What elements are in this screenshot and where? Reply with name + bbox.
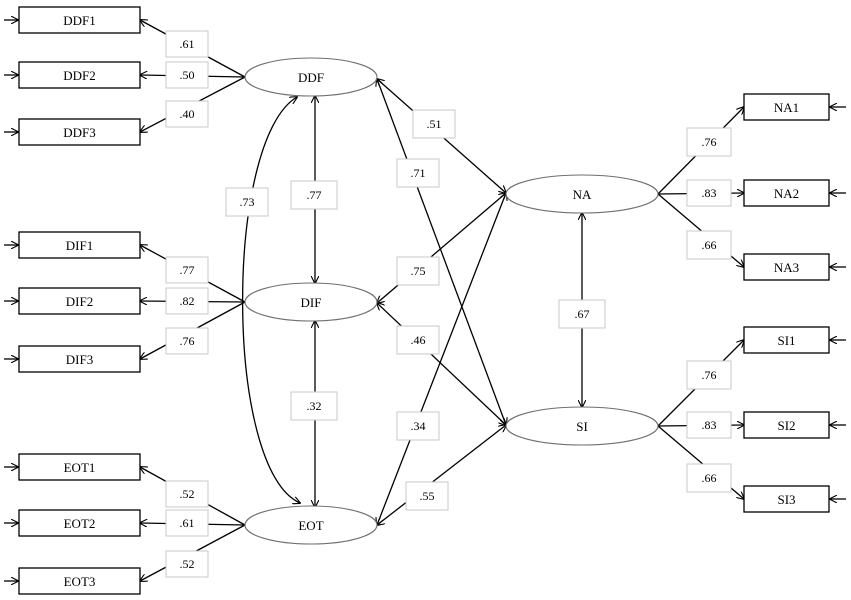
indicator-dif1: DIF1	[18, 231, 141, 259]
indicator-ddf3: DDF3	[18, 118, 141, 146]
loading-label-ddf3: .40	[180, 107, 195, 121]
correlation-label-ddf-eot: .73	[240, 195, 255, 209]
indicator-dif3: DIF3	[18, 345, 141, 373]
indicator-na2: NA2	[743, 179, 830, 207]
path-label-ddf-si: .71	[411, 166, 426, 180]
indicator-si3-label: SI3	[777, 492, 795, 507]
path-label-dif-si: .46	[411, 333, 426, 347]
loading-label-na2: .83	[702, 186, 717, 200]
indicator-dif3-label: DIF3	[66, 352, 93, 367]
correlation-label-dif-eot: .32	[307, 399, 322, 413]
path-label-eot-si: .55	[420, 489, 435, 503]
latent-eot: EOT	[244, 505, 378, 545]
indicator-eot1: EOT1	[18, 453, 141, 481]
indicator-ddf3-label: DDF3	[63, 125, 96, 140]
indicator-si1-label: SI1	[777, 333, 795, 348]
latent-eot-label: EOT	[298, 518, 323, 533]
loading-label-si3: .66	[702, 471, 717, 485]
indicator-eot2: EOT2	[18, 509, 141, 537]
latent-si-label: SI	[576, 419, 588, 434]
loading-label-dif2: .82	[180, 294, 195, 308]
loading-label-ddf2: .50	[180, 68, 195, 82]
indicator-si2-label: SI2	[777, 418, 795, 433]
indicator-eot3-label: EOT3	[64, 574, 96, 589]
path-arrow-dif-si	[377, 303, 506, 425]
indicator-ddf2-label: DDF2	[63, 68, 96, 83]
loading-label-ddf1: .61	[180, 37, 195, 51]
indicator-si2: SI2	[743, 411, 830, 439]
indicator-si1: SI1	[743, 326, 830, 354]
error-arrows	[4, 20, 846, 581]
indicator-na3-label: NA3	[774, 260, 799, 275]
structural-paths	[377, 79, 506, 525]
loading-label-na1: .76	[702, 135, 717, 149]
indicator-ddf1-label: DDF1	[63, 13, 96, 28]
indicator-dif2: DIF2	[18, 287, 141, 315]
correlation-label-ddf-dif: .77	[307, 188, 322, 202]
path-label-eot-na: .34	[411, 419, 426, 433]
indicator-eot3: EOT3	[18, 567, 141, 595]
correlation-label-na-si: .67	[575, 307, 590, 321]
path-arrow-eot-si	[377, 425, 506, 525]
latent-si: SI	[505, 406, 659, 446]
indicator-na3: NA3	[743, 253, 830, 281]
indicator-eot2-label: EOT2	[64, 516, 96, 531]
latent-na: NA	[505, 174, 659, 214]
indicator-na2-label: NA2	[774, 186, 799, 201]
path-arrow-dif-na	[377, 193, 506, 303]
loading-label-eot1: .52	[180, 487, 195, 501]
coefficient-labels: .61 .50 .40 .77 .82 .76 .52 .61 .52 .73 …	[165, 30, 732, 578]
loading-label-eot2: .61	[180, 516, 195, 530]
indicator-na1: NA1	[743, 93, 830, 121]
loading-label-dif1: .77	[180, 263, 195, 277]
correlation-arrow-ddf-eot	[242, 97, 300, 503]
loading-label-na3: .66	[702, 238, 717, 252]
path-label-dif-na: .75	[411, 264, 426, 278]
loading-label-dif3: .76	[180, 334, 195, 348]
indicator-ddf1: DDF1	[18, 6, 141, 34]
latent-dif-label: DIF	[301, 295, 322, 310]
loading-label-si2: .83	[702, 418, 717, 432]
path-label-ddf-na: .51	[427, 117, 442, 131]
indicator-dif1-label: DIF1	[66, 238, 93, 253]
indicator-ddf2: DDF2	[18, 61, 141, 89]
indicator-na1-label: NA1	[774, 100, 799, 115]
latent-na-label: NA	[573, 187, 592, 202]
latent-ddf-label: DDF	[298, 70, 324, 85]
latent-ddf: DDF	[244, 57, 378, 97]
indicator-si3: SI3	[743, 485, 830, 513]
indicator-eot1-label: EOT1	[64, 460, 96, 475]
latent-dif: DIF	[244, 282, 378, 322]
loading-label-si1: .76	[702, 368, 717, 382]
indicator-dif2-label: DIF2	[66, 294, 93, 309]
loading-label-eot3: .52	[180, 557, 195, 571]
